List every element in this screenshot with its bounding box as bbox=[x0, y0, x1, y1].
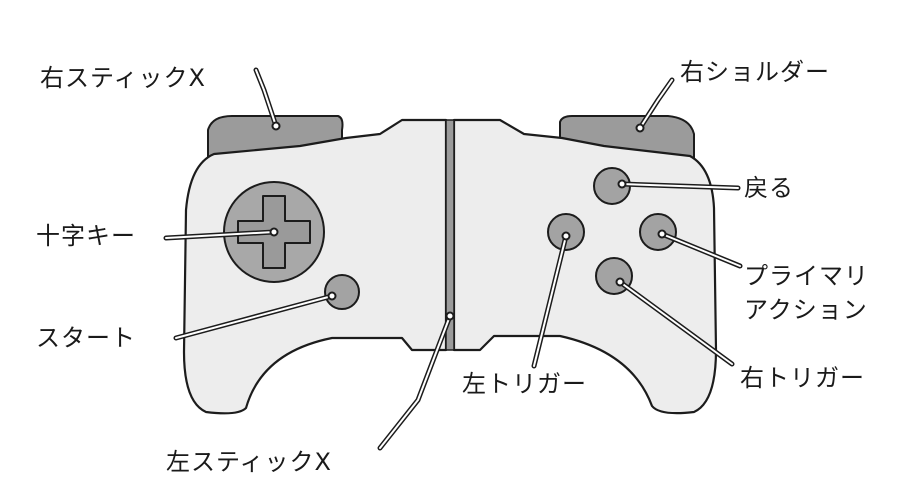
leader-right-shoulder bbox=[637, 77, 675, 131]
label-right-trigger: 右トリガー bbox=[740, 364, 865, 392]
leader-primary-action bbox=[659, 231, 743, 269]
leader-endpoints bbox=[269, 121, 667, 321]
label-right-shoulder: 右ショルダー bbox=[680, 58, 830, 86]
label-left-trigger: 左トリガー bbox=[462, 370, 587, 398]
leader-left-stick-x bbox=[377, 313, 453, 451]
leader-dpad bbox=[163, 229, 277, 241]
leader-back bbox=[619, 181, 741, 191]
label-primary-action-line1: プライマリ bbox=[744, 262, 869, 290]
label-left-stick-x: 左スティックX bbox=[166, 448, 332, 476]
controller-right-half bbox=[452, 118, 718, 415]
controller-spine bbox=[445, 119, 455, 351]
leader-left-trigger bbox=[531, 233, 569, 369]
leader-lines bbox=[163, 67, 743, 451]
label-start: スタート bbox=[36, 324, 136, 352]
leader-right-stick-x bbox=[253, 67, 279, 129]
label-right-stick-x: 右スティックX bbox=[40, 64, 206, 92]
leader-right-trigger bbox=[617, 279, 735, 367]
label-back: 戻る bbox=[744, 174, 794, 202]
label-primary-action-line2: アクション bbox=[744, 296, 868, 324]
leader-start bbox=[173, 293, 335, 341]
controller-left-half bbox=[182, 118, 448, 415]
start-button bbox=[324, 274, 360, 310]
label-dpad: 十字キー bbox=[36, 222, 136, 250]
